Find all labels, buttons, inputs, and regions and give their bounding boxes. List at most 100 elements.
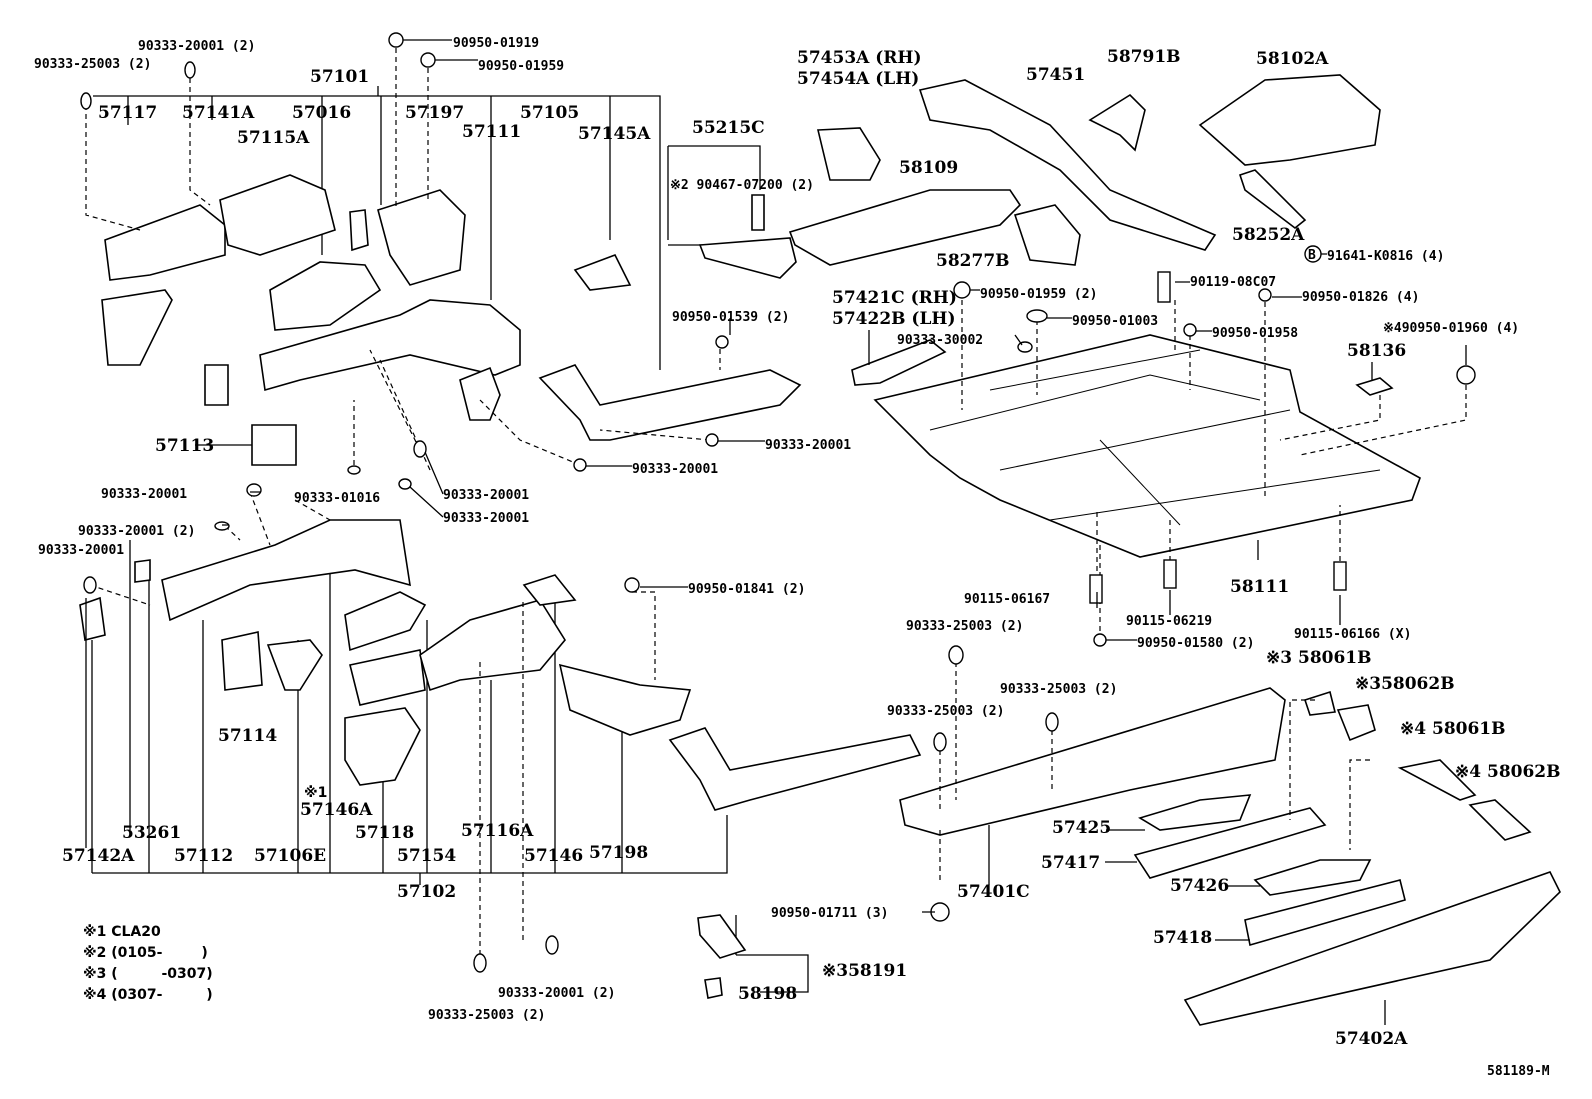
- callout: 90119-08C07: [1190, 275, 1276, 290]
- callout: 57116A: [461, 821, 534, 841]
- callout: 57453A (RH): [797, 48, 922, 68]
- callout: 90333-25003 (2): [887, 704, 1004, 719]
- callout: 55215C: [692, 118, 765, 138]
- callout: 58136: [1347, 341, 1406, 361]
- part-57418: [1244, 879, 1406, 947]
- callout: 90333-20001: [38, 543, 124, 558]
- callout: 57145A: [578, 124, 651, 144]
- callout: 90333-20001: [765, 438, 851, 453]
- legend: ※1 CLA20 ※2 (0105- ) ※3 ( -0307) ※4 (030…: [83, 924, 213, 1003]
- group-bracket-57101: [93, 86, 661, 370]
- callout: 57418: [1153, 928, 1212, 948]
- part-57425: [1138, 794, 1252, 831]
- callout: 58252A: [1232, 225, 1305, 245]
- grommet-icon: [398, 478, 412, 490]
- grommet-icon: [413, 440, 427, 458]
- callout: 90333-20001 (2): [78, 524, 195, 539]
- bolt-marker-label: B: [1308, 248, 1316, 263]
- part-53261: [134, 559, 151, 583]
- part-57118: [344, 707, 421, 786]
- callout: 90333-25003 (2): [906, 619, 1023, 634]
- label-leaders: [85, 39, 1467, 1025]
- callout: 90333-30002: [897, 333, 983, 348]
- callout: 90333-20001: [443, 511, 529, 526]
- callout: 90950-01841 (2): [688, 582, 805, 597]
- group-bracket-57102: [91, 530, 728, 885]
- grommet-icon: [184, 61, 196, 79]
- nut-icon: [1093, 633, 1107, 647]
- grommet-icon: [933, 732, 947, 752]
- callout-labels: 90333-20001 (2) 90333-25003 (2) 90950-01…: [34, 36, 1561, 1079]
- part-57402a: [1183, 871, 1561, 1026]
- callout: 90115-06167: [964, 592, 1050, 607]
- part-57417: [1133, 807, 1327, 879]
- grommet-icon: [80, 92, 92, 110]
- callout: 58791B: [1107, 47, 1181, 67]
- part-57118-a: [344, 591, 427, 652]
- callout: 90333-01016: [294, 491, 380, 506]
- part-57117: [104, 204, 226, 281]
- part-58111-floor: [873, 334, 1421, 558]
- callout: 90333-25003 (2): [428, 1008, 545, 1023]
- callout: 91641-K0816 (4): [1327, 249, 1444, 264]
- part-57116a: [419, 599, 566, 692]
- part-57401c: [899, 687, 1286, 836]
- part-57016: [269, 261, 382, 331]
- grommet-icon: [473, 953, 487, 973]
- plug-icon: [1456, 365, 1476, 385]
- callout: 57118: [355, 823, 414, 843]
- plug-icon: [388, 32, 404, 48]
- grommet-icon: [1045, 712, 1059, 732]
- part-57106e: [266, 639, 323, 691]
- callout: 90333-20001: [101, 487, 187, 502]
- part-57112: [161, 519, 411, 622]
- legend-item: ※3 ( -0307): [83, 966, 213, 982]
- callout: 58109: [899, 158, 958, 178]
- part-57118-b: [349, 649, 426, 706]
- callout: 90950-01959: [478, 59, 564, 74]
- callout: 90333-25003 (2): [34, 57, 151, 72]
- part-57146: [522, 574, 577, 606]
- callout: ※3 58061B: [1266, 648, 1372, 668]
- callout: ※358191: [822, 961, 907, 981]
- grommet-icon: [573, 458, 587, 472]
- callout: 58111: [1230, 577, 1289, 597]
- callout: 90333-20001: [632, 462, 718, 477]
- callout: 58277B: [936, 251, 1010, 271]
- part-58061b-3: [1303, 690, 1336, 716]
- plug-icon: [1026, 309, 1048, 323]
- callout: 90950-01959 (2): [980, 287, 1097, 302]
- part-57146-sill: [668, 727, 922, 811]
- grommet-icon: [948, 645, 964, 665]
- part-58191: [697, 914, 747, 959]
- callout: 53261: [122, 823, 181, 843]
- part-57115a: [219, 174, 336, 256]
- nut-icon: [715, 335, 729, 349]
- legend-item: ※1 CLA20: [83, 924, 161, 940]
- grommet-icon: [347, 465, 361, 475]
- callout: 58102A: [1256, 49, 1329, 69]
- callout: 57114: [218, 726, 277, 746]
- part-57105: [459, 366, 501, 421]
- callout: 90333-20001 (2): [138, 39, 255, 54]
- part-58136: [1355, 377, 1394, 396]
- part-58277b: [1013, 204, 1081, 266]
- part-90467: [751, 194, 765, 231]
- callout: 57016: [292, 103, 351, 123]
- callout: 57146A: [300, 800, 373, 820]
- part-57114: [221, 631, 263, 691]
- grommet-icon: [214, 521, 230, 531]
- callout: 57426: [1170, 876, 1229, 896]
- callout: 90950-01003: [1072, 314, 1158, 329]
- callout: ※1: [304, 785, 327, 801]
- plug-icon: [624, 577, 640, 593]
- part-58062b-4: [1468, 799, 1532, 841]
- leader-58191: [735, 915, 809, 993]
- callout: 57117: [98, 103, 157, 123]
- grommet-icon: [1017, 341, 1033, 353]
- callout: 57115A: [237, 128, 310, 148]
- callout: 90333-20001 (2): [498, 986, 615, 1001]
- part-58791b: [1088, 93, 1146, 152]
